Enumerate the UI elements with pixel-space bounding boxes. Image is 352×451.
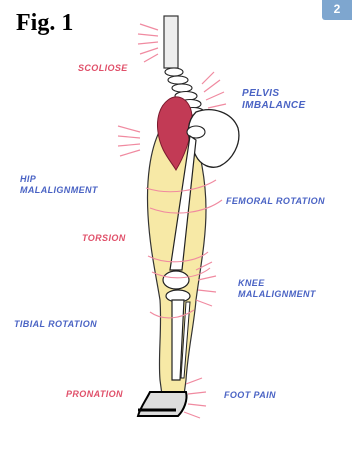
label-pelvis-imbalance: PELVIS IMBALANCE bbox=[242, 88, 306, 112]
pain-burst-spine bbox=[138, 24, 158, 62]
knee-joint bbox=[163, 271, 190, 302]
label-hip-malalignment: HIP MALALIGNMENT bbox=[20, 174, 98, 196]
foot bbox=[138, 392, 187, 416]
pain-burst-knee bbox=[196, 262, 216, 306]
label-pelvis-imbalance-line1: PELVIS bbox=[242, 88, 306, 100]
label-tibial-rotation: TIBIAL ROTATION bbox=[14, 319, 97, 330]
figure-title: Fig. 1 bbox=[16, 10, 73, 37]
upper-spine-segment bbox=[164, 16, 178, 68]
figure-badge: 2 bbox=[322, 0, 352, 20]
label-torsion: TORSION bbox=[82, 233, 126, 244]
label-knee-malalignment-line1: KNEE bbox=[238, 278, 316, 289]
label-knee-malalignment: KNEE MALALIGNMENT bbox=[238, 278, 316, 300]
label-pronation: PRONATION bbox=[66, 389, 123, 400]
label-scoliose: SCOLIOSE bbox=[78, 63, 128, 74]
label-hip-malalignment-line2: MALALIGNMENT bbox=[20, 185, 98, 196]
label-hip-malalignment-line1: HIP bbox=[20, 174, 98, 185]
pain-burst-hip bbox=[118, 126, 140, 156]
label-pelvis-imbalance-line2: IMBALANCE bbox=[242, 100, 306, 112]
pain-burst-pelvis bbox=[202, 72, 226, 108]
label-knee-malalignment-line2: MALALIGNMENT bbox=[238, 289, 316, 300]
label-femoral-rotation: FEMORAL ROTATION bbox=[226, 196, 325, 207]
label-foot-pain: FOOT PAIN bbox=[224, 390, 276, 401]
